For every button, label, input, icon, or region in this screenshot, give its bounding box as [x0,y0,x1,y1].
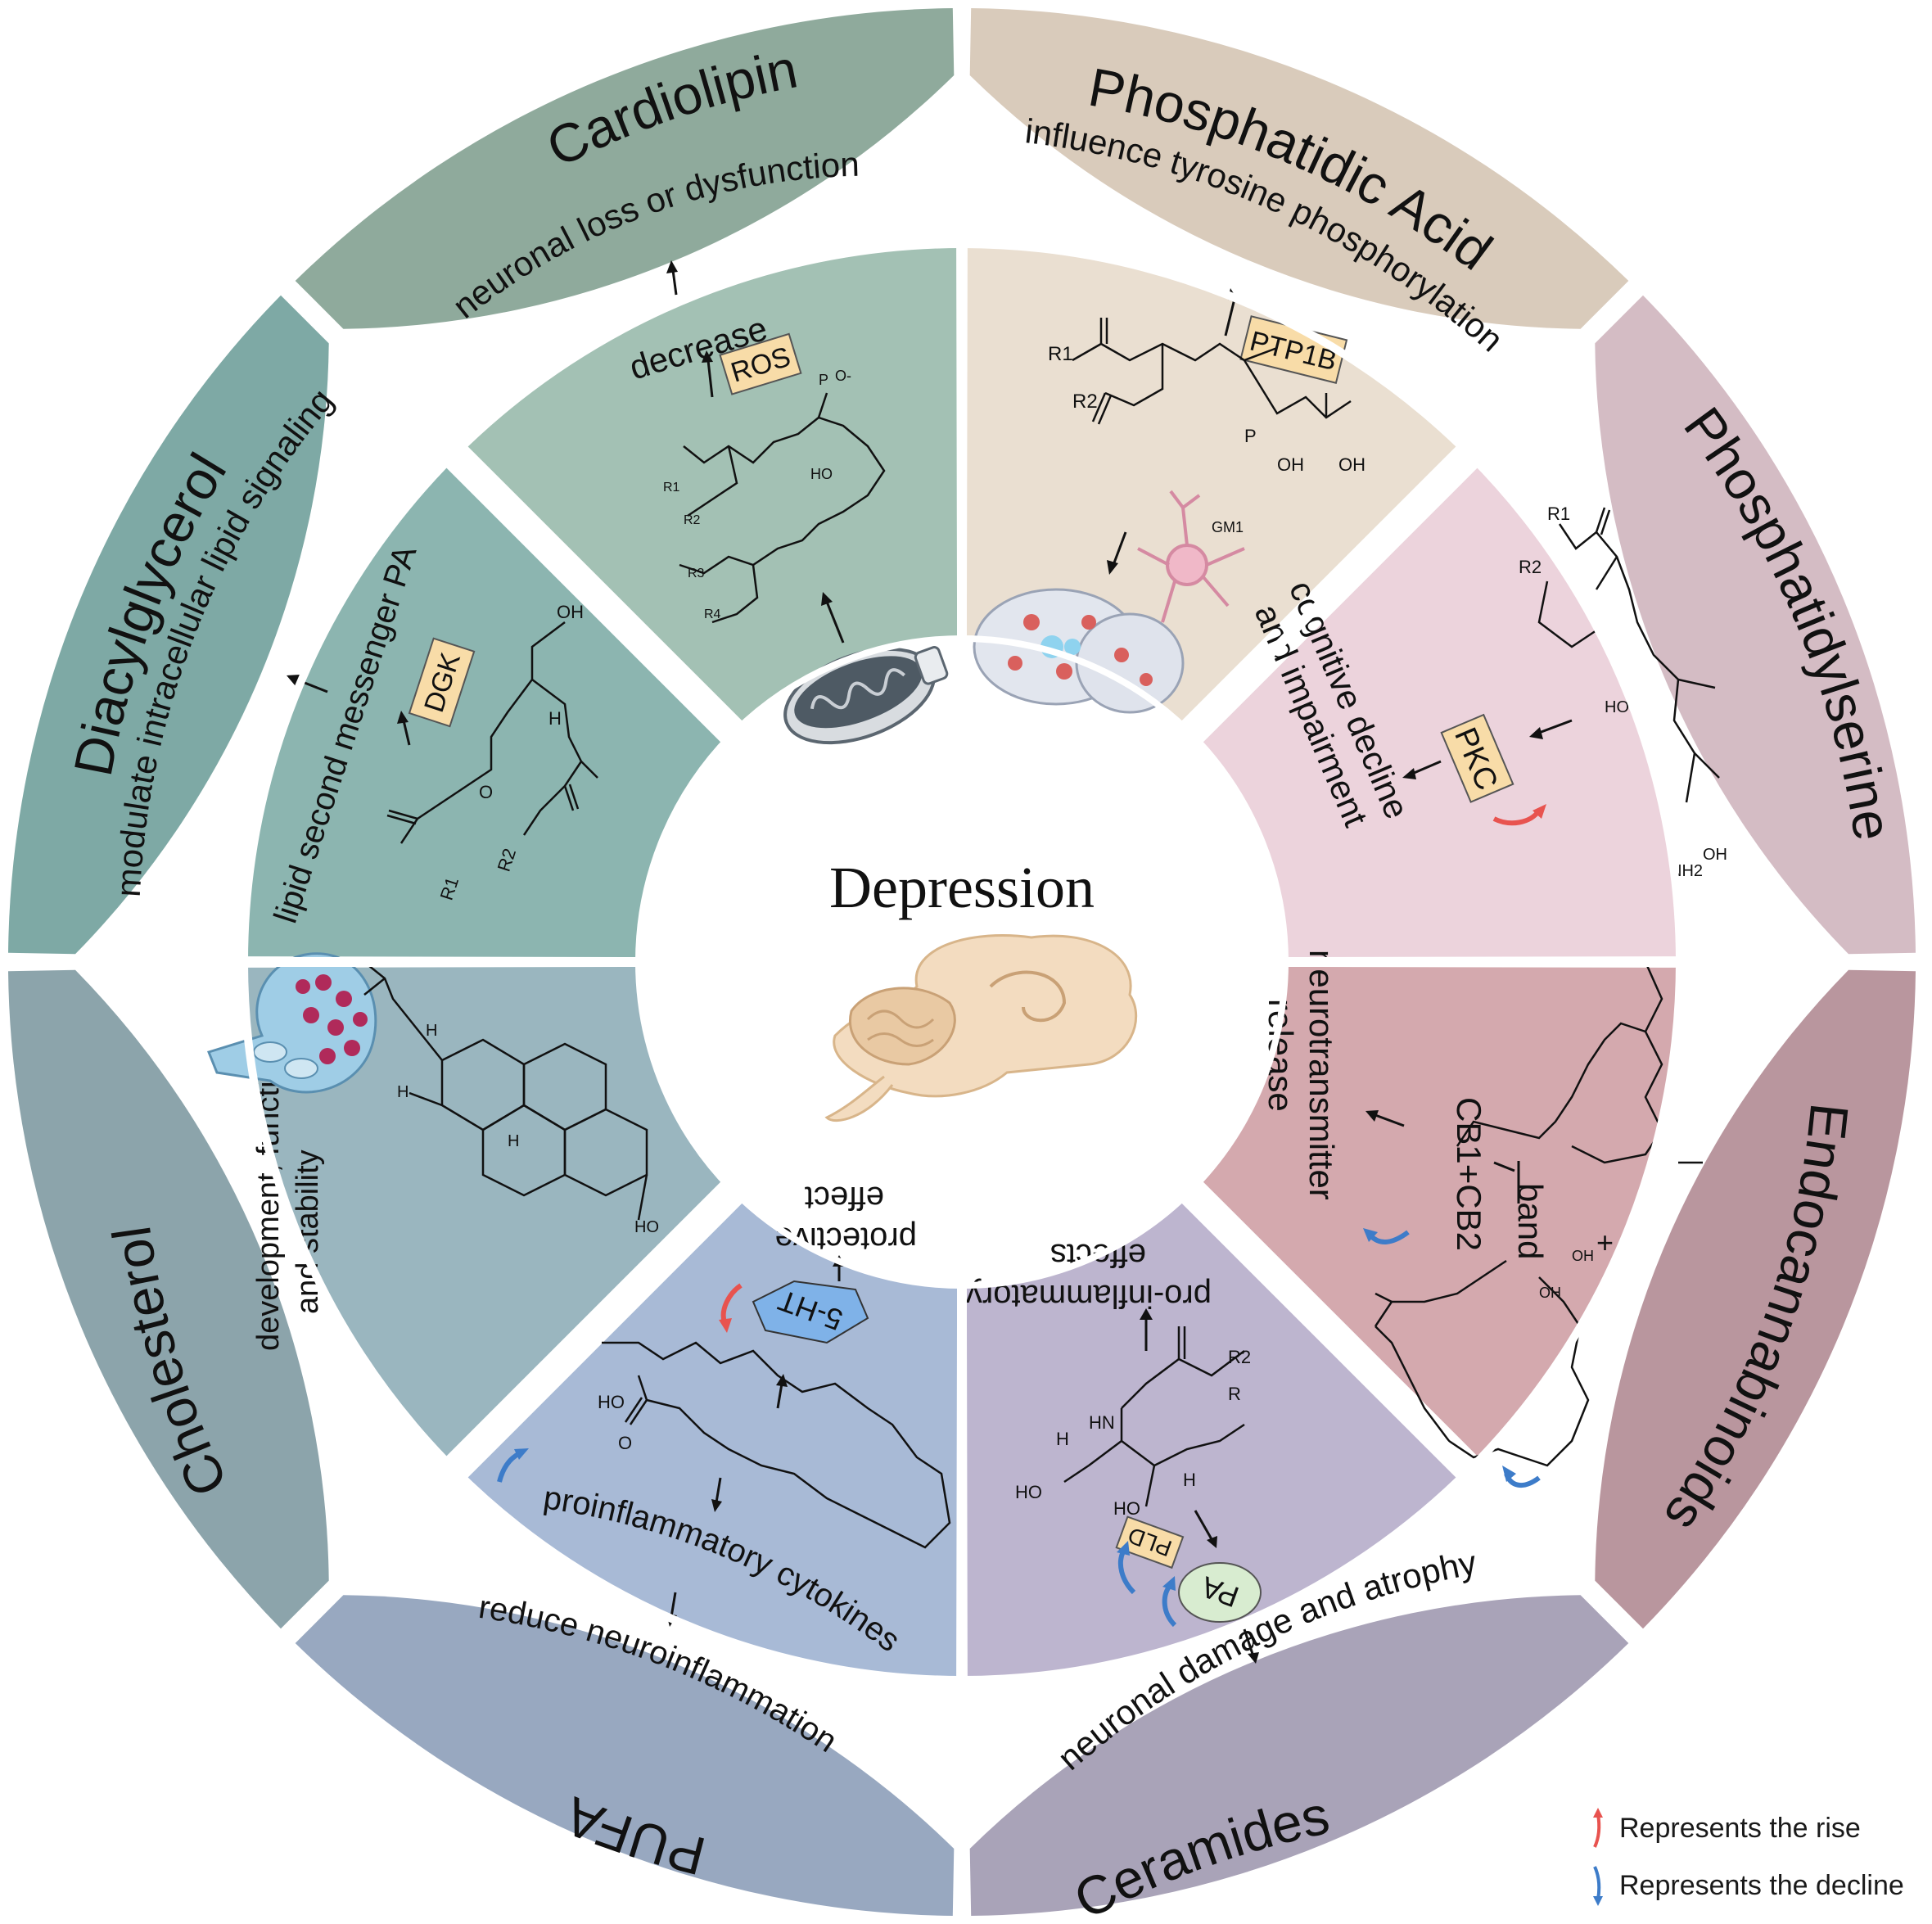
svg-text:HO: HO [1113,1498,1140,1519]
svg-text:R1: R1 [1048,343,1073,365]
sector-cardiolipin [467,244,958,725]
svg-text:P: P [1244,426,1257,446]
band-ceramides [969,1595,1629,1916]
microglia-cell-icon [1137,490,1245,623]
band-label: band [1511,1183,1550,1259]
synapse-vesicle-icon [207,952,377,1094]
ec-neuro-text: neurotransmitter release [1262,950,1341,1200]
svg-text:GM1: GM1 [1212,519,1244,535]
svg-text:HO: HO [810,466,833,482]
pa-decline-arrow [1162,1585,1177,1628]
svg-text:OH: OH [1338,454,1365,475]
cb1-cb2-label: CB1+CB2 [1450,1097,1488,1251]
svg-text:neurotransmitter: neurotransmitter [1302,950,1341,1200]
svg-text:R: R [1228,1384,1241,1404]
svg-text:HO: HO [1605,698,1629,716]
svg-text:R2: R2 [1072,391,1098,413]
band-diacylglycerol [8,295,329,955]
arrow-ptp1b [1224,298,1236,336]
5ht-rise-arrow [720,1283,743,1323]
pa-molecule [1072,318,1352,425]
svg-text:OH: OH [1703,846,1727,864]
svg-text:OH: OH [557,602,584,622]
svg-text:OH: OH [1572,1248,1594,1264]
sector-phosphatidylserine [1199,467,1680,958]
svg-text:H: H [1183,1470,1196,1490]
band-phosphatidylserine [1595,295,1916,955]
legend: Represents the rise Represents the decli… [1588,1801,1924,1916]
band-cholesterol [8,969,329,1629]
svg-text:R2: R2 [1519,557,1542,577]
svg-text:H: H [1056,1429,1069,1449]
svg-text:R2: R2 [684,513,701,527]
rise-arrow-icon [1593,1808,1603,1848]
svg-text:OH: OH [1539,1285,1561,1301]
svg-text:+: + [1596,1226,1614,1259]
lipid-droplet-icon [973,588,1185,714]
cholesterol-molecule [363,961,648,1221]
legend-decline-label: Represents the decline [1619,1869,1904,1901]
decline-arrow-icon [1593,1866,1603,1906]
svg-text:OH: OH [1277,454,1304,475]
ceramide-molecule [1063,1326,1245,1507]
band-pufa [295,1595,955,1916]
center-title: Depression [829,855,1095,920]
pufa-protective-text: protective effect [775,1180,917,1257]
dividers [8,8,1916,1916]
svg-text:O-: O- [835,368,851,384]
svg-text:H: H [548,708,562,729]
pld-label-group: PLD [1115,1515,1185,1569]
center-hub: Depression [747,747,1176,1177]
cb-decline-arrow [1369,1230,1410,1244]
svg-text:R4: R4 [704,607,721,621]
2ag-molecule [1374,1259,1590,1467]
svg-text:H: H [426,1022,437,1040]
svg-text:H: H [397,1083,409,1101]
pufa-molecule [602,1341,951,1549]
content-endocannabinoids: neurotransmitter release CB1+CB2 band + … [1262,950,1703,1488]
svg-text:P: P [819,372,828,388]
sector-endocannabinoids [1199,966,1680,1457]
anandamide-molecule [1456,961,1703,1164]
svg-text:R1: R1 [1547,504,1570,524]
svg-text:effect: effect [805,1180,884,1216]
sector-diacylglycerol [244,467,724,958]
band-endocannabinoids [1595,969,1916,1629]
svg-text:HN: HN [1089,1412,1115,1433]
pa-ellipse-group: PA [1178,1562,1262,1623]
5ht-label-group: 5-HT [752,1280,869,1344]
band-cardiolipin [295,8,955,329]
legend-rise-label: Represents the rise [1619,1812,1861,1844]
sector-cholesterol [244,966,724,1457]
ps-molecule [1537,507,1720,803]
svg-text:R2: R2 [1228,1347,1251,1367]
svg-text:R1: R1 [663,481,680,495]
svg-text:HO: HO [634,1218,659,1236]
svg-text:O: O [479,782,493,802]
dag-molecule [386,621,598,844]
brain-icon [824,934,1138,1122]
svg-text:HO: HO [598,1392,625,1412]
svg-text:R3: R3 [688,567,705,580]
svg-text:O: O [618,1433,632,1453]
cardiolipin-molecule [679,392,886,624]
legend-decline: Represents the decline [1588,1865,1904,1906]
pld-decline-arrow [1117,1550,1136,1595]
legend-rise: Represents the rise [1588,1808,1861,1849]
outer-ring [8,8,1916,1916]
sector-ceramides [966,1199,1456,1680]
svg-text:H: H [508,1132,519,1150]
band-phosphatidic-acid [969,8,1629,329]
svg-text:HO: HO [1015,1482,1042,1502]
